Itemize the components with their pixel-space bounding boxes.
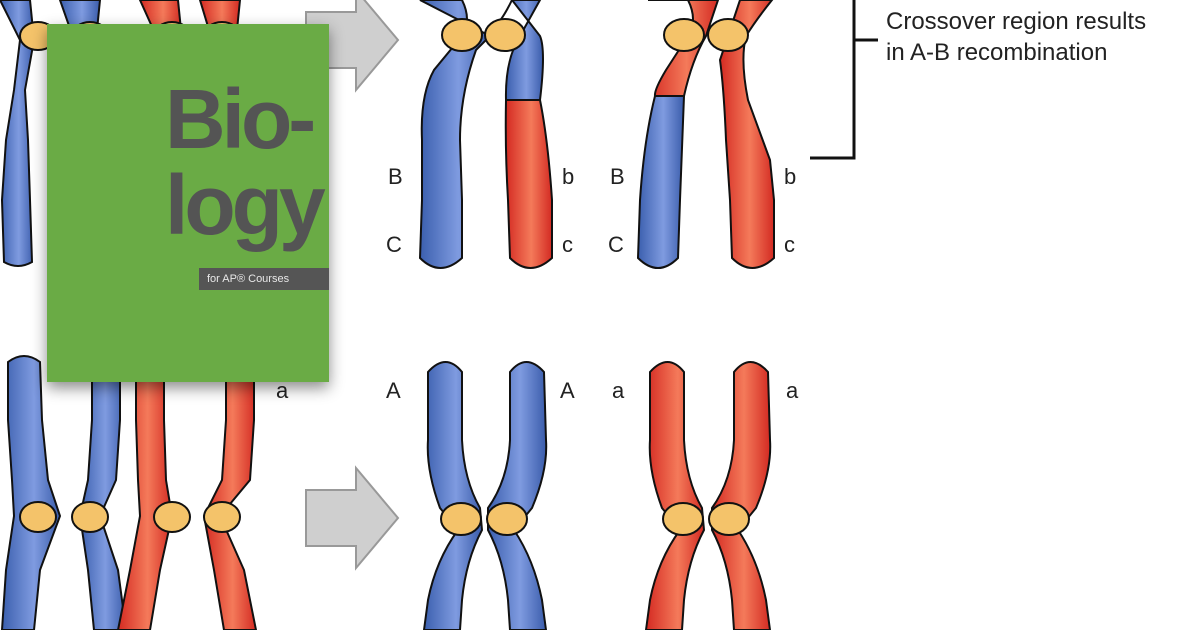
tetrad-row2-left bbox=[0, 355, 258, 630]
chromosome-row2-blue bbox=[422, 361, 548, 630]
crossover-annotation-line1: Crossover region results bbox=[886, 8, 1147, 35]
crossover-bracket bbox=[810, 0, 878, 160]
label-row1-red-B: B bbox=[610, 164, 625, 189]
label-row2-red-a-right: a bbox=[786, 378, 799, 403]
book-title-line1: Bio- bbox=[165, 72, 316, 166]
label-row1-blue-B: B bbox=[388, 164, 403, 189]
arrow-row2 bbox=[305, 465, 400, 571]
label-row1-red-C: C bbox=[608, 232, 624, 257]
book-title: Bio- logy bbox=[165, 72, 326, 252]
crossover-annotation: Crossover region results in A-B recombin… bbox=[886, 6, 1146, 68]
chromosome-row2-red bbox=[644, 361, 772, 630]
chromosome-row1-blue-recombinant bbox=[418, 0, 553, 269]
crossover-annotation-line2: in A-B recombination bbox=[886, 39, 1108, 66]
label-row2-left-a: a bbox=[276, 378, 289, 403]
label-row1-blue-c: c bbox=[562, 232, 573, 257]
label-row1-red-c: c bbox=[784, 232, 795, 257]
book-title-line2: logy bbox=[165, 158, 326, 252]
chromosome-row1-red-recombinant bbox=[636, 0, 775, 269]
book-subtitle-badge: for AP® Courses bbox=[199, 268, 329, 290]
label-row2-blue-A-right: A bbox=[560, 378, 575, 403]
label-row2-blue-A-left: A bbox=[386, 378, 401, 403]
label-row1-blue-b: b bbox=[562, 164, 574, 189]
label-row1-blue-C: C bbox=[386, 232, 402, 257]
label-row2-red-a-left: a bbox=[612, 378, 625, 403]
label-row1-red-b: b bbox=[784, 164, 796, 189]
book-cover: Bio- logy for AP® Courses bbox=[47, 24, 329, 382]
